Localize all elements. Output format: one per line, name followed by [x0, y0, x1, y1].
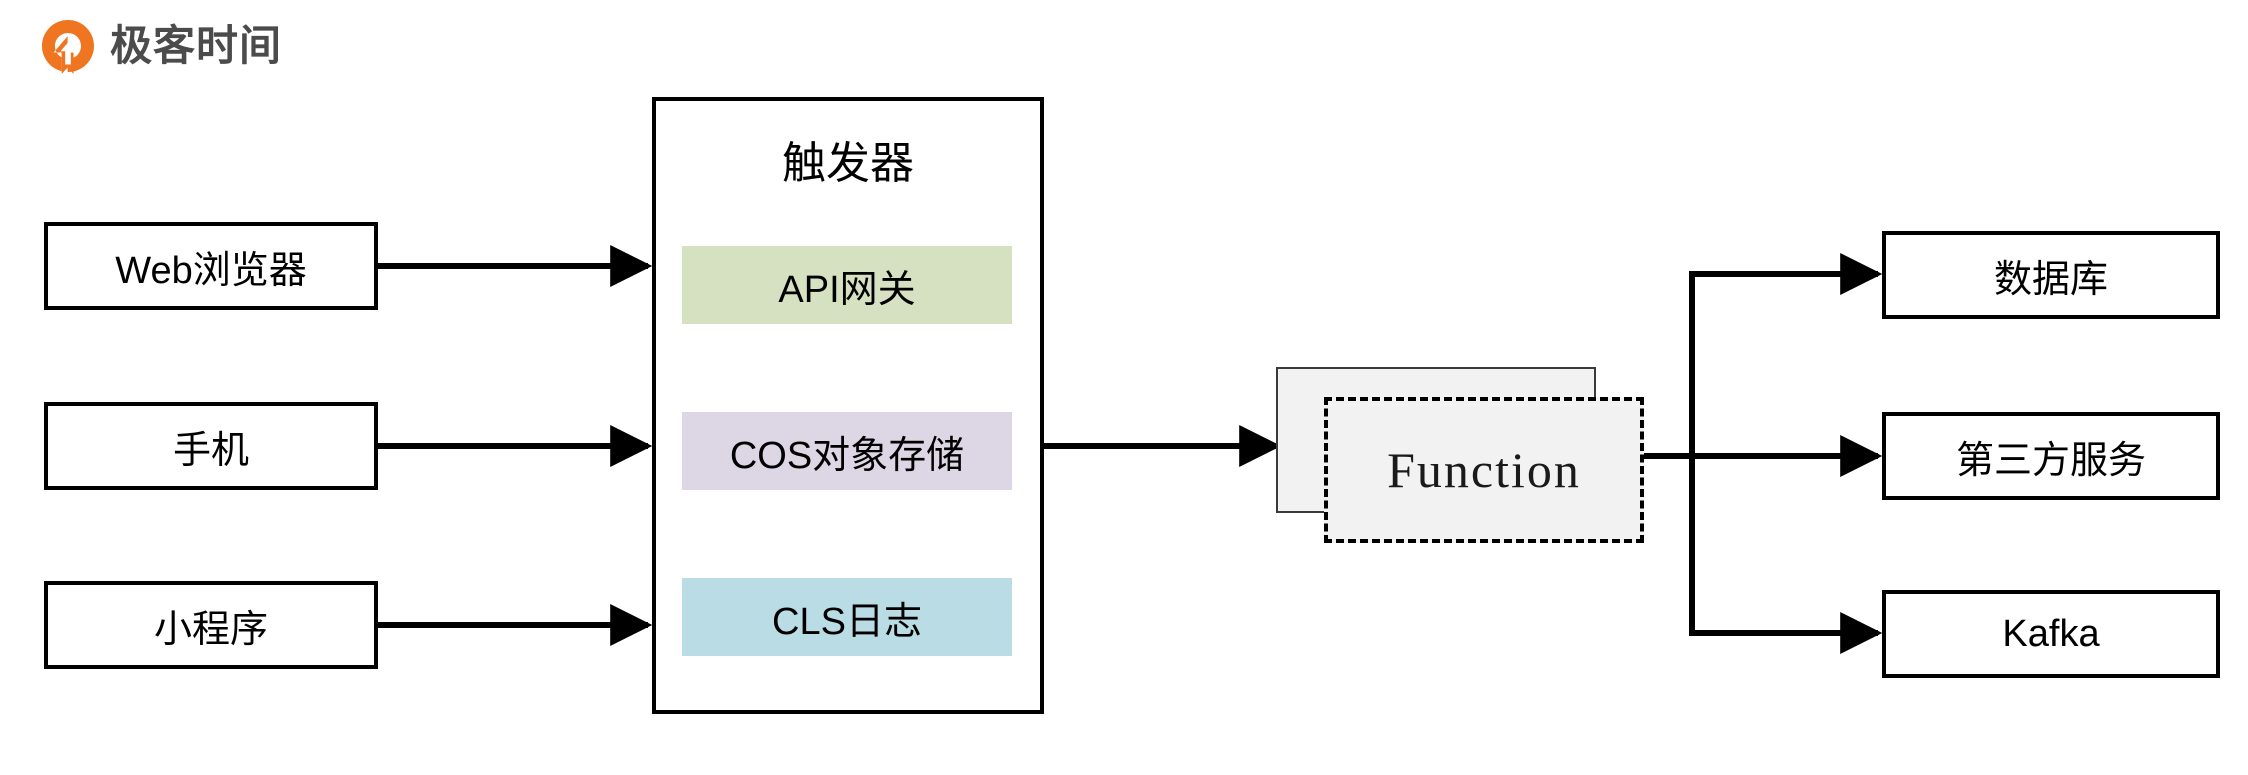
trigger-title: 触发器: [782, 139, 914, 188]
node-mobile-phone-label: 手机: [172, 429, 249, 472]
geektime-logo-icon: [42, 20, 94, 74]
function-card[interactable]: Function: [1324, 397, 1644, 543]
node-database-label: 数据库: [1993, 258, 2108, 301]
node-mini-program[interactable]: 小程序: [44, 581, 378, 669]
trigger-item-api-gateway[interactable]: API网关: [682, 246, 1012, 324]
trigger-item-api-gateway-label: API网关: [778, 268, 916, 311]
trigger-item-cls-log-label: CLS日志: [772, 600, 922, 643]
node-kafka-label: Kafka: [2002, 612, 2100, 655]
node-third-party-service-label: 第三方服务: [1955, 439, 2146, 482]
function-label: Function: [1387, 442, 1581, 498]
node-mobile-phone[interactable]: 手机: [44, 402, 378, 490]
brand-name: 极客时间: [110, 22, 283, 69]
trigger-item-cos-object-storage[interactable]: COS对象存储: [682, 412, 1012, 490]
trigger-container[interactable]: 触发器 API网关 COS对象存储 CLS日志: [652, 97, 1044, 714]
node-kafka[interactable]: Kafka: [1882, 590, 2220, 678]
node-database[interactable]: 数据库: [1882, 231, 2220, 319]
trigger-item-cos-object-storage-label: COS对象存储: [729, 434, 965, 477]
node-web-browser-label: Web浏览器: [115, 249, 307, 292]
brand-logo: 极客时间: [40, 18, 282, 74]
trigger-item-cls-log[interactable]: CLS日志: [682, 578, 1012, 656]
node-web-browser[interactable]: Web浏览器: [44, 222, 378, 310]
node-mini-program-label: 小程序: [153, 608, 268, 651]
node-third-party-service[interactable]: 第三方服务: [1882, 412, 2220, 500]
